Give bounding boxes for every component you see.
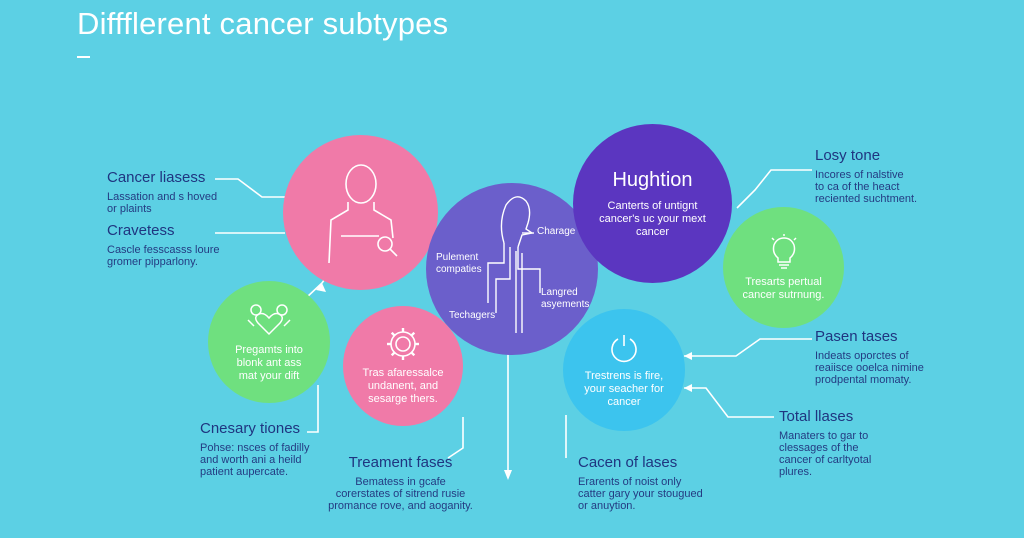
label-cnesary-tiones-title: Cnesary tiones	[200, 420, 301, 437]
arrow-down-head	[504, 470, 512, 480]
label-cancer-liases: Cancer liasess Lassation and s hoved or …	[107, 169, 217, 215]
center-label-right-bottom: Langred asyements	[541, 287, 590, 310]
person-magnifier-icon	[327, 163, 398, 263]
center-circle	[426, 183, 598, 355]
pink-bottom-circle: Tras afaressalce undanent, and sesarge t…	[343, 306, 463, 426]
arrow-left-total	[684, 384, 692, 392]
purple-top-circle: Hughtion Canterts of untignt cancer's uc…	[573, 124, 732, 283]
label-treament-fases-title: Treament fases	[348, 454, 453, 471]
label-cnesary-tiones: Cnesary tiones Pohse: nsces of fadilly a…	[200, 420, 309, 478]
page-title: Diffflerent cancer subtypes	[77, 6, 449, 41]
pink-top-circle	[283, 135, 438, 290]
label-total-lases-title: Total llases	[779, 408, 854, 425]
blue-bottom-text: Trestrens is fire, your seacher for canc…	[584, 369, 664, 408]
label-treament-fases-text: Bematess in gcafe corerstates of sitrend…	[328, 476, 473, 512]
line-cnesary	[307, 385, 319, 433]
pink-bottom-text: Tras afaressalce undanent, and sesarge t…	[362, 366, 444, 405]
label-cacen-of-lases-text: Erarents of noist only catter gary your …	[578, 476, 703, 512]
label-cravetess-text: Cascle fesscasss loure gromer pipparlony…	[107, 244, 220, 268]
human-profile-icon	[487, 196, 541, 333]
label-lossy-tone-title: Losy tone	[815, 147, 881, 164]
green-right-circle: Tresarts pertual cancer sutrnung.	[723, 207, 844, 328]
label-total-lases-text: Manaters to gar to clessages of the canc…	[779, 430, 872, 478]
center-label-left: Pulement compaties	[436, 252, 482, 275]
label-cacen-of-lases: Cacen of lases Erarents of noist only ca…	[578, 454, 703, 512]
center-label-bottom-left: Techagers	[449, 310, 496, 321]
arrow-left-pasen	[684, 352, 692, 360]
title-underline	[77, 56, 90, 58]
green-right-text: Tresarts pertual cancer sutrnung.	[742, 275, 825, 301]
label-pasen-tases-text: Indeats oporctes of reaiisce ooelca nimi…	[815, 350, 924, 386]
label-lossy-tone: Losy tone Incores of nalstive to ca of t…	[815, 147, 917, 205]
purple-circle-text: Canterts of untignt cancer's uc your mex…	[599, 200, 706, 238]
line-lossy	[736, 169, 812, 209]
label-cravetess-title: Cravetess	[107, 222, 175, 239]
line-pasen	[684, 338, 812, 357]
line-treament	[447, 417, 464, 459]
blue-bottom-circle: Trestrens is fire, your seacher for canc…	[563, 309, 685, 431]
label-cancer-liases-title: Cancer liasess	[107, 169, 206, 186]
hands-heart-icon	[247, 303, 291, 335]
line-total	[684, 387, 774, 418]
lightbulb-icon	[770, 233, 797, 269]
label-cancer-liases-text: Lassation and s hoved or plaints	[107, 191, 218, 215]
arrow-up-head	[316, 283, 326, 292]
label-cnesary-tiones-text: Pohse: nsces of fadilly and worth ani a …	[200, 442, 310, 478]
line-cancer-liases	[215, 178, 285, 198]
label-lossy-tone-text: Incores of nalstive to ca of the heact r…	[815, 169, 918, 205]
power-icon	[611, 334, 637, 362]
label-treament-fases: Treament fases Bematess in gcafe corerst…	[318, 454, 483, 512]
label-cravetess: Cravetess Cascle fesscasss loure gromer …	[107, 222, 220, 268]
label-cacen-of-lases-title: Cacen of lases	[578, 454, 678, 471]
label-total-lases: Total llases Manaters to gar to clessage…	[779, 408, 871, 478]
gear-icon	[387, 327, 419, 360]
purple-circle-title: Hughtion	[612, 169, 693, 191]
center-label-right-top: Charage	[537, 226, 576, 237]
label-pasen-tases-title: Pasen tases	[815, 328, 898, 345]
green-left-circle: Pregamts into blonk ant ass mat your dif…	[208, 281, 330, 403]
green-left-text: Pregamts into blonk ant ass mat your dif…	[235, 343, 303, 382]
label-pasen-tases: Pasen tases Indeats oporctes of reaiisce…	[815, 328, 924, 386]
